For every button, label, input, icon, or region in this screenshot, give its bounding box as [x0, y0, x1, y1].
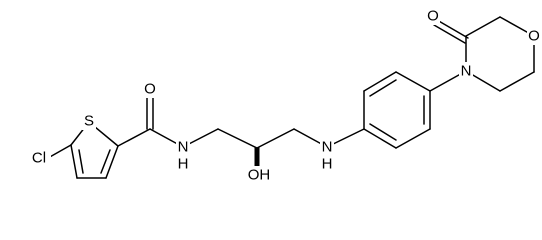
atom-cl: Cl: [27, 148, 51, 167]
bond-c4-c5-inner: [78, 149, 84, 174]
bond-layer: [47, 16, 535, 179]
atom-s-label: S: [84, 113, 94, 130]
molecule-drawing: Cl S O N H OH N H N O: [27, 7, 541, 184]
atom-s: S: [82, 112, 96, 130]
bond-c2-c3-inner: [100, 149, 111, 174]
atom-o-lactam: O: [426, 7, 440, 25]
atom-h-amide-label: H: [178, 156, 189, 173]
atom-o-carbonyl-label: O: [144, 81, 156, 98]
bond-ar-6: [363, 128, 397, 149]
bond-c3-o-2: [433, 24, 466, 44]
atom-n-amide-label: N: [178, 139, 189, 156]
atom-o-carbonyl: O: [143, 80, 157, 98]
bond-ar-5: [395, 128, 431, 149]
atom-oh: OH: [245, 166, 271, 184]
wedge-bond-oh: [254, 147, 260, 168]
bond-cl-c5: [47, 144, 72, 159]
atom-o-ring-label: O: [528, 28, 540, 45]
atom-label-layer: Cl S O N H OH N H N O: [27, 7, 541, 184]
atom-nh-amine: N H: [320, 137, 334, 173]
structure-canvas: Cl S O N H OH N H N O: [27, 7, 541, 184]
atom-n-morpholinone-label: N: [461, 63, 472, 80]
bond-c2-c3: [105, 145, 119, 179]
bond-ar-2: [363, 71, 397, 92]
atom-nh-amide: N H: [176, 137, 190, 173]
bond-c3-o-1: [436, 19, 469, 39]
atom-cl-label: Cl: [32, 150, 46, 167]
atom-o-lactam-label: O: [427, 8, 439, 25]
atom-n-amine-label: N: [322, 139, 333, 156]
bond-ar-3: [395, 71, 431, 92]
bond-c4-c5: [70, 144, 78, 179]
bond-c3-c2: [465, 16, 501, 37]
bond-ar-inner-1: [369, 79, 397, 97]
bond-ch2a-choh: [217, 128, 258, 149]
atom-oh-label: OH: [248, 167, 271, 184]
atom-h-amine-label: H: [322, 156, 333, 173]
bond-ar-inner-3: [369, 123, 397, 141]
atom-o-ring: O: [527, 27, 541, 45]
bond-c2-carbonyl: [117, 128, 151, 147]
atom-n-morpholinone: N: [459, 62, 473, 80]
bond-c6-c5: [499, 71, 535, 92]
bond-choh-ch2b: [256, 128, 295, 149]
